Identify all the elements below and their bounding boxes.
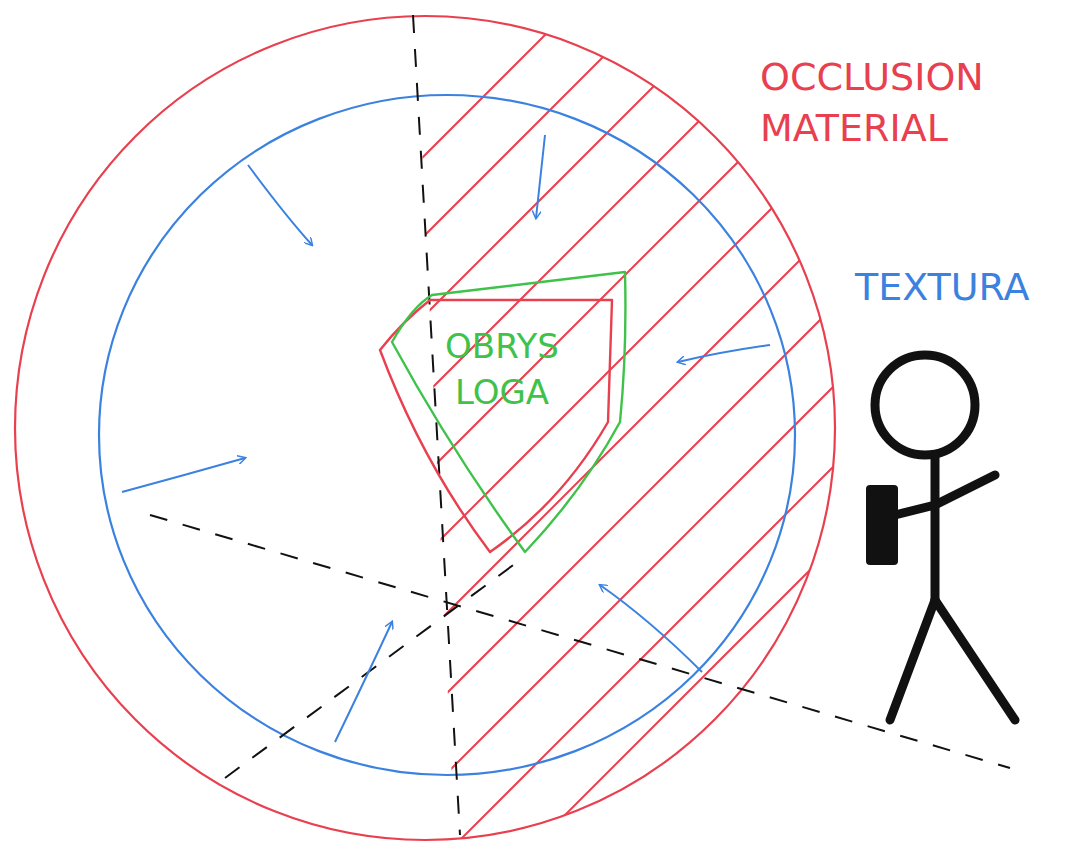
texture-sphere: [99, 95, 795, 775]
shield-stroke: [392, 272, 625, 552]
logo-label: OBRYS LOGA: [427, 324, 577, 416]
annotation-label: TEXTURA: [855, 262, 1065, 313]
texture-arrows: [122, 135, 770, 742]
annotation-label: OCCLUSION MATERIAL: [760, 52, 1060, 155]
occlusion-hatching: [80, 0, 1070, 845]
shield-stroke: [380, 300, 612, 552]
occlusion-sphere: [15, 16, 835, 840]
logo-outline: OBRYS LOGA: [372, 262, 634, 558]
phone-device: [866, 485, 898, 565]
